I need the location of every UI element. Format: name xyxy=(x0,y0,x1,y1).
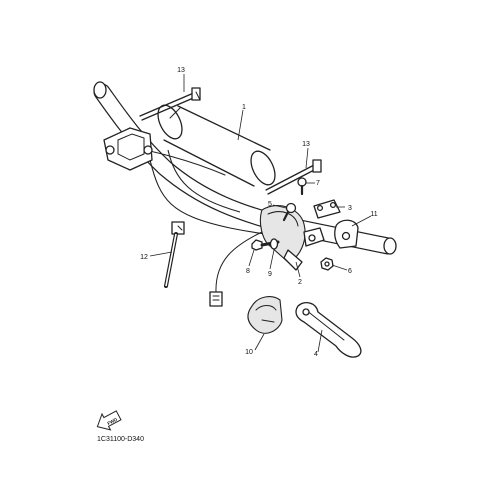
callout-5: 5 xyxy=(268,201,272,208)
callout-11: 11 xyxy=(370,211,377,218)
fwd-arrow: FWD xyxy=(96,410,122,431)
callout-1: 1 xyxy=(242,104,246,111)
callout-9: 9 xyxy=(268,271,272,278)
lever-cover xyxy=(247,296,283,334)
handlebar-pad xyxy=(157,104,276,187)
callout-3: 3 xyxy=(348,205,352,212)
band-right xyxy=(265,159,322,195)
collar-9 xyxy=(269,238,279,250)
nut-6 xyxy=(320,257,334,271)
lever xyxy=(295,301,362,358)
callout-8: 8 xyxy=(246,268,250,275)
diagram-code: 1C31100-D340 xyxy=(97,436,144,443)
callout-labels: 13 1 13 7 3 11 5 6 2 12 8 9 10 4 xyxy=(140,67,378,358)
callout-6: 6 xyxy=(348,268,352,275)
fwd-label: FWD xyxy=(107,416,119,426)
bolt-7 xyxy=(297,177,307,196)
band-upper xyxy=(139,87,201,121)
switch-wire xyxy=(209,231,263,307)
cable-tie xyxy=(164,221,185,288)
callout-13-right: 13 xyxy=(302,141,310,148)
callout-4: 4 xyxy=(314,351,318,358)
left-housing xyxy=(103,127,153,171)
switch xyxy=(334,219,359,249)
callout-13-upper: 13 xyxy=(177,67,185,74)
callout-10: 10 xyxy=(245,349,253,356)
bolt-5 xyxy=(282,202,297,222)
callout-12: 12 xyxy=(140,254,148,261)
clamp xyxy=(313,199,341,219)
callout-7: 7 xyxy=(316,180,320,187)
leader-lines xyxy=(149,74,372,353)
lever-holder xyxy=(259,205,325,271)
callout-2: 2 xyxy=(298,279,302,286)
